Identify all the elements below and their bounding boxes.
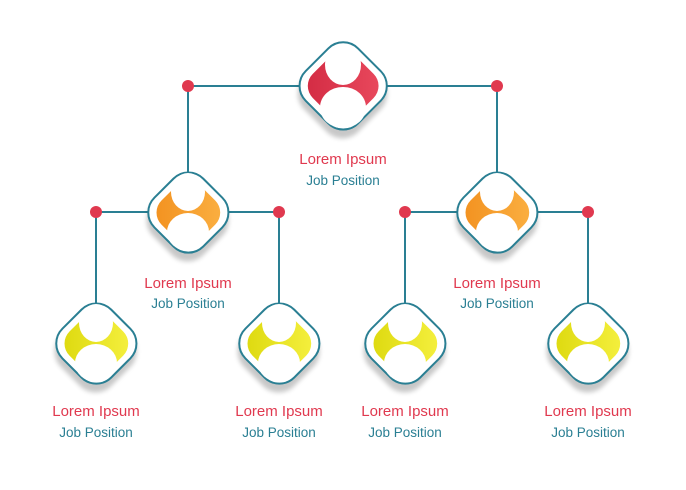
person-head [171, 173, 205, 211]
person-head [388, 304, 422, 342]
junction-dot-staff-2 [273, 206, 285, 218]
org-node-position: Job Position [242, 425, 316, 440]
person-head [571, 304, 605, 342]
org-node-name: Lorem Ipsum [235, 403, 323, 420]
person-head [262, 304, 296, 342]
org-node-name: Lorem Ipsum [453, 275, 541, 292]
person-body [258, 344, 300, 382]
person-body [384, 344, 426, 382]
person-head [79, 304, 113, 342]
junction-dot-staff-1 [90, 206, 102, 218]
org-node-name: Lorem Ipsum [144, 275, 232, 292]
org-node-position: Job Position [551, 425, 625, 440]
person-body [567, 344, 609, 382]
junction-dot-manager-left [182, 80, 194, 92]
junction-dot-manager-right [491, 80, 503, 92]
junction-dot-staff-4 [582, 206, 594, 218]
person-head [480, 173, 514, 211]
person-body [167, 213, 209, 251]
person-body [75, 344, 117, 382]
org-node-position: Job Position [460, 296, 534, 311]
junction-dot-staff-3 [399, 206, 411, 218]
org-node-position: Job Position [151, 296, 225, 311]
org-node-name: Lorem Ipsum [299, 151, 387, 168]
org-node-name: Lorem Ipsum [544, 403, 632, 420]
org-node-position: Job Position [306, 173, 380, 188]
person-head [324, 43, 362, 85]
person-body [476, 213, 518, 251]
org-node-name: Lorem Ipsum [361, 403, 449, 420]
org-node-position: Job Position [59, 425, 133, 440]
org-node-position: Job Position [368, 425, 442, 440]
person-body [320, 87, 366, 129]
org-node-name: Lorem Ipsum [52, 403, 140, 420]
